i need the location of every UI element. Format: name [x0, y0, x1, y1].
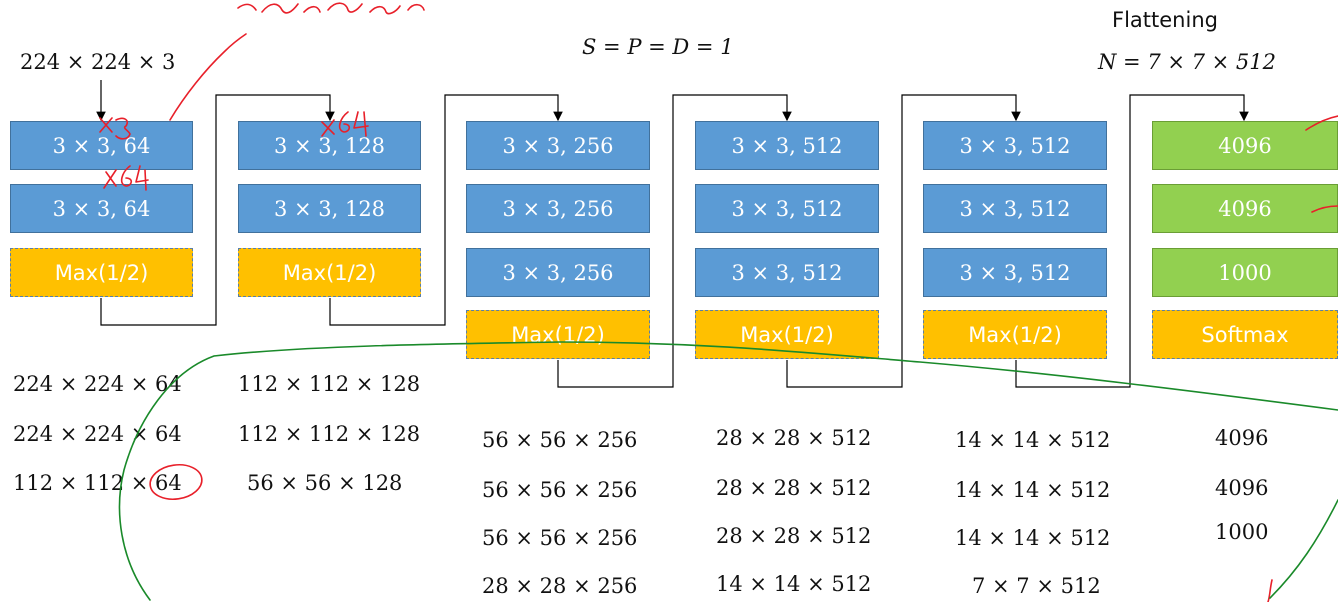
flattening-label: Flattening: [1112, 8, 1218, 32]
dim-label: 14 × 14 × 512: [955, 428, 1111, 452]
fc-layer: 4096: [1152, 121, 1338, 170]
fc-layer: 4096: [1152, 184, 1338, 233]
stride-padding-dilation-label: S = P = D = 1: [582, 35, 734, 59]
conv-layer: 3 × 3, 512: [923, 184, 1107, 233]
maxpool-layer: Max(1/2): [238, 248, 421, 297]
conv-layer: 3 × 3, 512: [695, 121, 879, 170]
dim-label: 14 × 14 × 512: [955, 478, 1111, 502]
dim-label: 56 × 56 × 256: [482, 526, 638, 550]
conv-layer: 3 × 3, 256: [466, 184, 650, 233]
dim-label: 4096: [1215, 426, 1269, 450]
dim-label: 112 × 112 × 128: [238, 372, 421, 396]
dim-label: 56 × 56 × 128: [247, 471, 403, 495]
conv-layer: 3 × 3, 64: [10, 121, 193, 170]
flattening-formula: N = 7 × 7 × 512: [1098, 50, 1277, 74]
dim-label: 28 × 28 × 256: [482, 574, 638, 598]
maxpool-layer: Max(1/2): [466, 310, 650, 359]
dim-label: 112 × 112 × 64: [13, 471, 182, 495]
dim-label: 28 × 28 × 512: [716, 426, 872, 450]
dim-label: 28 × 28 × 512: [716, 476, 872, 500]
conv-layer: 3 × 3, 512: [695, 184, 879, 233]
connector-1-2: [100, 94, 335, 326]
conv-layer: 3 × 3, 256: [466, 121, 650, 170]
conv-layer: 3 × 3, 128: [238, 184, 421, 233]
dim-label: 56 × 56 × 256: [482, 478, 638, 502]
conv-layer: 3 × 3, 512: [695, 248, 879, 297]
maxpool-layer: Max(1/2): [695, 310, 879, 359]
dim-label: 1000: [1215, 520, 1269, 544]
dim-label: 14 × 14 × 512: [955, 526, 1111, 550]
conv-layer: 3 × 3, 128: [238, 121, 421, 170]
conv-layer: 3 × 3, 256: [466, 248, 650, 297]
conv-layer: 3 × 3, 512: [923, 121, 1107, 170]
conv-layer: 3 × 3, 512: [923, 248, 1107, 297]
dim-label: 112 × 112 × 128: [238, 422, 421, 446]
connector-2-3: [329, 94, 563, 326]
input-size-label: 224 × 224 × 3: [20, 50, 176, 74]
dim-label: 224 × 224 × 64: [13, 372, 182, 396]
fc-layer: 1000: [1152, 248, 1338, 297]
dim-label: 14 × 14 × 512: [716, 572, 872, 596]
dim-label: 56 × 56 × 256: [482, 428, 638, 452]
dim-label: 7 × 7 × 512: [972, 574, 1101, 598]
conv-layer: 3 × 3, 64: [10, 184, 193, 233]
dim-label: 224 × 224 × 64: [13, 422, 182, 446]
dim-label: 4096: [1215, 476, 1269, 500]
dim-label: 28 × 28 × 512: [716, 524, 872, 548]
maxpool-layer: Max(1/2): [10, 248, 193, 297]
softmax-layer: Softmax: [1152, 310, 1338, 359]
maxpool-layer: Max(1/2): [923, 310, 1107, 359]
